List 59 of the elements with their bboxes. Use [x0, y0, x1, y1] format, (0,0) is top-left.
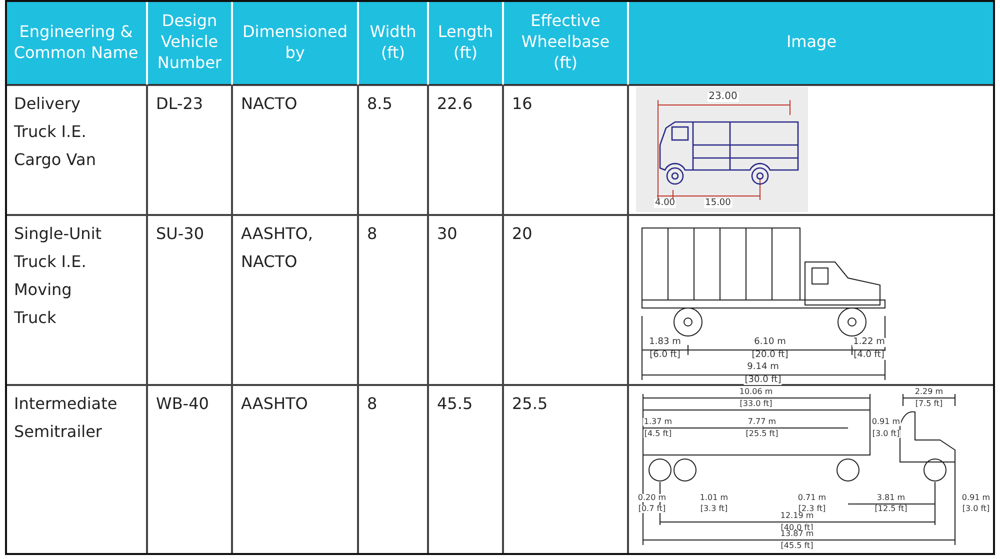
- table-cell: DL-23: [147, 85, 232, 215]
- table-cell: WB-40: [147, 385, 232, 555]
- dimension-label: [3.0 ft]: [871, 430, 901, 438]
- dimension-label: 6.10 m: [753, 338, 787, 347]
- dimension-label: [4.5 ft]: [643, 430, 673, 438]
- dimension-label: [4.0 ft]: [852, 351, 886, 360]
- table-cell: 8: [358, 215, 428, 385]
- dimension-label: [30.0 ft]: [744, 376, 782, 385]
- table-cell: Intermediate Semitrailer: [5, 385, 147, 555]
- table-cell: 8: [358, 385, 428, 555]
- dimension-label: [12.5 ft]: [874, 505, 908, 513]
- dimension-label: 1.37 m: [642, 418, 674, 426]
- table-cell: Single-Unit Truck I.E. Moving Truck: [5, 215, 147, 385]
- dimension-label: [45.5 ft]: [780, 542, 814, 550]
- dimension-label: [33.0 ft]: [738, 400, 774, 408]
- column-header: Length (ft): [428, 0, 503, 85]
- dimension-label: [6.0 ft]: [648, 351, 682, 360]
- column-header: Effective Wheelbase (ft): [503, 0, 628, 85]
- table-cell: AASHTO, NACTO: [232, 215, 358, 385]
- dimension-label: 0.91 m: [960, 494, 992, 502]
- dimension-label: 1.22 m: [852, 338, 886, 347]
- table-cell: 30: [428, 215, 503, 385]
- dimension-label: 23.00: [708, 92, 738, 102]
- dimension-label: [20.0 ft]: [750, 351, 790, 360]
- dimension-label: 1.83 m: [648, 338, 682, 347]
- table-cell: 8.5: [358, 85, 428, 215]
- dimension-label: 13.87 m: [779, 530, 815, 538]
- dimension-label: [2.3 ft]: [797, 505, 827, 513]
- table-cell: NACTO: [232, 85, 358, 215]
- dimension-label: 0.20 m: [636, 494, 668, 502]
- column-header: Image: [628, 0, 995, 85]
- dimension-label: 15.00: [704, 199, 732, 208]
- dimension-label: 4.00: [654, 199, 676, 208]
- dimension-label: 2.29 m: [914, 388, 944, 396]
- dimension-label: 0.71 m: [796, 494, 828, 502]
- column-header: Design Vehicle Number: [147, 0, 232, 85]
- table-cell: SU-30: [147, 215, 232, 385]
- table-cell: 45.5: [428, 385, 503, 555]
- dimension-label: [0.7 ft]: [637, 505, 667, 513]
- table-cell: 16: [503, 85, 628, 215]
- dimension-label: 12.19 m: [779, 512, 815, 520]
- column-header: Dimensioned by: [232, 0, 358, 85]
- dimension-label: 3.81 m: [876, 494, 906, 502]
- dimension-label: [7.5 ft]: [914, 400, 944, 408]
- table-cell: Delivery Truck I.E. Cargo Van: [5, 85, 147, 215]
- dimension-label: 1.01 m: [698, 494, 730, 502]
- column-header: Engineering & Common Name: [5, 0, 147, 85]
- table-cell: 25.5: [503, 385, 628, 555]
- table-cell: AASHTO: [232, 385, 358, 555]
- column-header: Width (ft): [358, 0, 428, 85]
- table-cell: 22.6: [428, 85, 503, 215]
- table-cell: 20: [503, 215, 628, 385]
- dimension-label: 7.77 m: [746, 418, 778, 426]
- dimension-label: [3.3 ft]: [699, 505, 729, 513]
- dimension-label: 0.91 m: [870, 418, 902, 426]
- dimension-label: [3.0 ft]: [961, 505, 991, 513]
- dimension-label: 10.06 m: [738, 388, 774, 396]
- dimension-label: 9.14 m: [746, 363, 780, 372]
- dimension-label: [25.5 ft]: [744, 430, 780, 438]
